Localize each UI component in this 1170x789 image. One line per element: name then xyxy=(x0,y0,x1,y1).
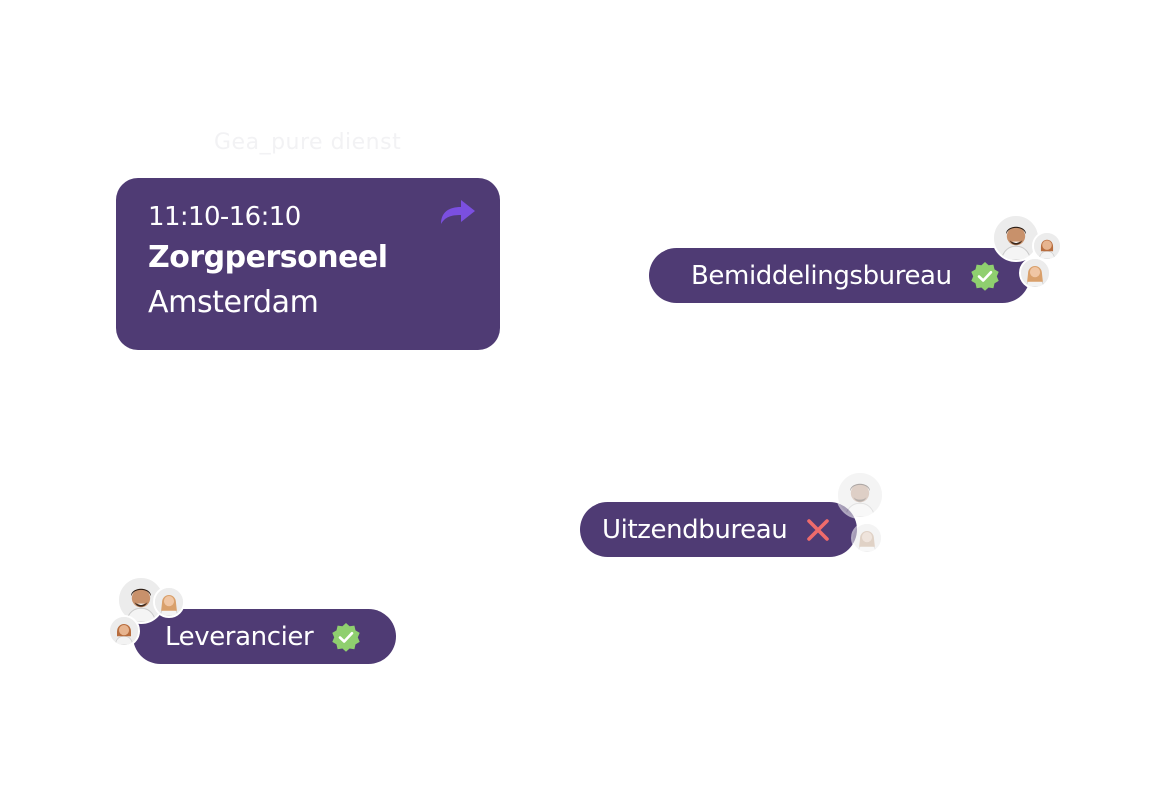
faint-heading: Gea_pure dienst xyxy=(214,130,401,155)
tag-label: Leverancier xyxy=(165,622,313,652)
shift-role: Zorgpersoneel xyxy=(148,240,388,275)
avatar-woman-1 xyxy=(108,615,140,647)
shift-city: Amsterdam xyxy=(148,285,318,320)
shift-card[interactable]: 11:10-16:10 Zorgpersoneel Amsterdam xyxy=(116,178,500,350)
tag-bemiddelingsbureau[interactable]: Bemiddelingsbureau xyxy=(649,248,1030,303)
shift-time: 11:10-16:10 xyxy=(148,202,301,232)
avatar-woman-2 xyxy=(153,586,185,618)
verified-badge-icon xyxy=(331,622,361,652)
verified-badge-icon xyxy=(970,261,1000,291)
tag-label: Bemiddelingsbureau xyxy=(691,261,952,291)
avatar-woman-2 xyxy=(1019,257,1051,289)
share-arrow-icon[interactable] xyxy=(439,198,477,226)
avatar-woman-2 xyxy=(851,522,883,554)
avatar-man xyxy=(836,471,884,519)
tag-label: Uitzendbureau xyxy=(602,515,787,545)
close-x-icon xyxy=(805,517,831,543)
tag-uitzendbureau[interactable]: Uitzendbureau xyxy=(580,502,857,557)
